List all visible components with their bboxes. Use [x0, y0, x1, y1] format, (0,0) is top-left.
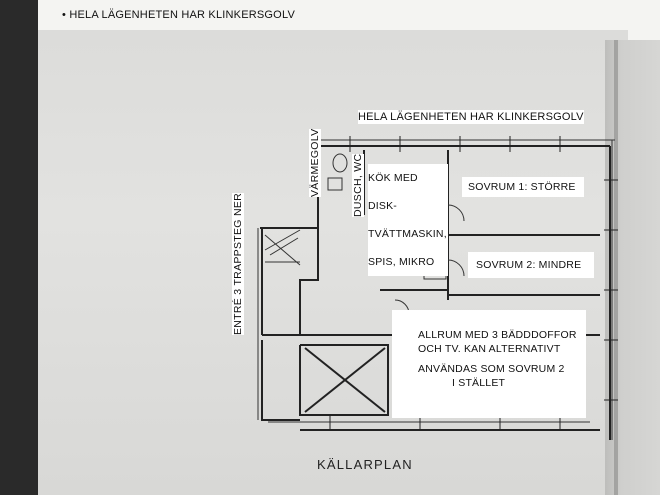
header-note: • HELA LÄGENHETEN HAR KLINKERSGOLV — [62, 9, 295, 21]
kitchen-line-2: TVÄTTMASKIN, — [368, 228, 447, 240]
background-edge — [0, 0, 38, 495]
entry-walls — [260, 227, 319, 336]
allrum-line-4: I STÄLLET — [452, 377, 506, 389]
kitchen-label: KÖK MED DISK- TVÄTTMASKIN, SPIS, MIKRO — [368, 164, 448, 276]
allrum-label: ALLRUM MED 3 BÄDDDOFFOR OCH TV. KAN ALTE… — [392, 310, 586, 418]
bullet-glyph: • — [62, 9, 67, 21]
allrum-left — [261, 340, 300, 421]
allrum-line-3: ANVÄNDAS SOM SOVRUM 2 — [418, 363, 565, 375]
entrance-label: ENTRÉ 3 TRAPPSTEG NER — [232, 192, 244, 335]
stair-cross-b — [304, 347, 386, 413]
stair-box — [299, 344, 389, 416]
bedroom1-label: SOVRUM 1: STÖRRE — [462, 177, 584, 197]
shower-wc-label: DUSCH, WC — [352, 153, 364, 217]
allrum-line-1: ALLRUM MED 3 BÄDDDOFFOR — [418, 329, 577, 341]
floor-material-note: HELA LÄGENHETEN HAR KLINKERSGOLV — [358, 110, 584, 124]
plan-caption: KÄLLARPLAN — [317, 457, 413, 472]
header-note-text: HELA LÄGENHETEN HAR KLINKERSGOLV — [69, 9, 295, 21]
paper-fold — [614, 40, 618, 495]
kitchen-line-3: SPIS, MIKRO — [368, 256, 435, 268]
floor-heating-label: VÄRMEGOLV — [309, 128, 321, 197]
allrum-line-2: OCH TV. KAN ALTERNATIVT — [418, 343, 561, 355]
bedroom2-label: SOVRUM 2: MINDRE — [468, 252, 594, 278]
kitchen-line-1: KÖK MED DISK- — [368, 172, 418, 212]
